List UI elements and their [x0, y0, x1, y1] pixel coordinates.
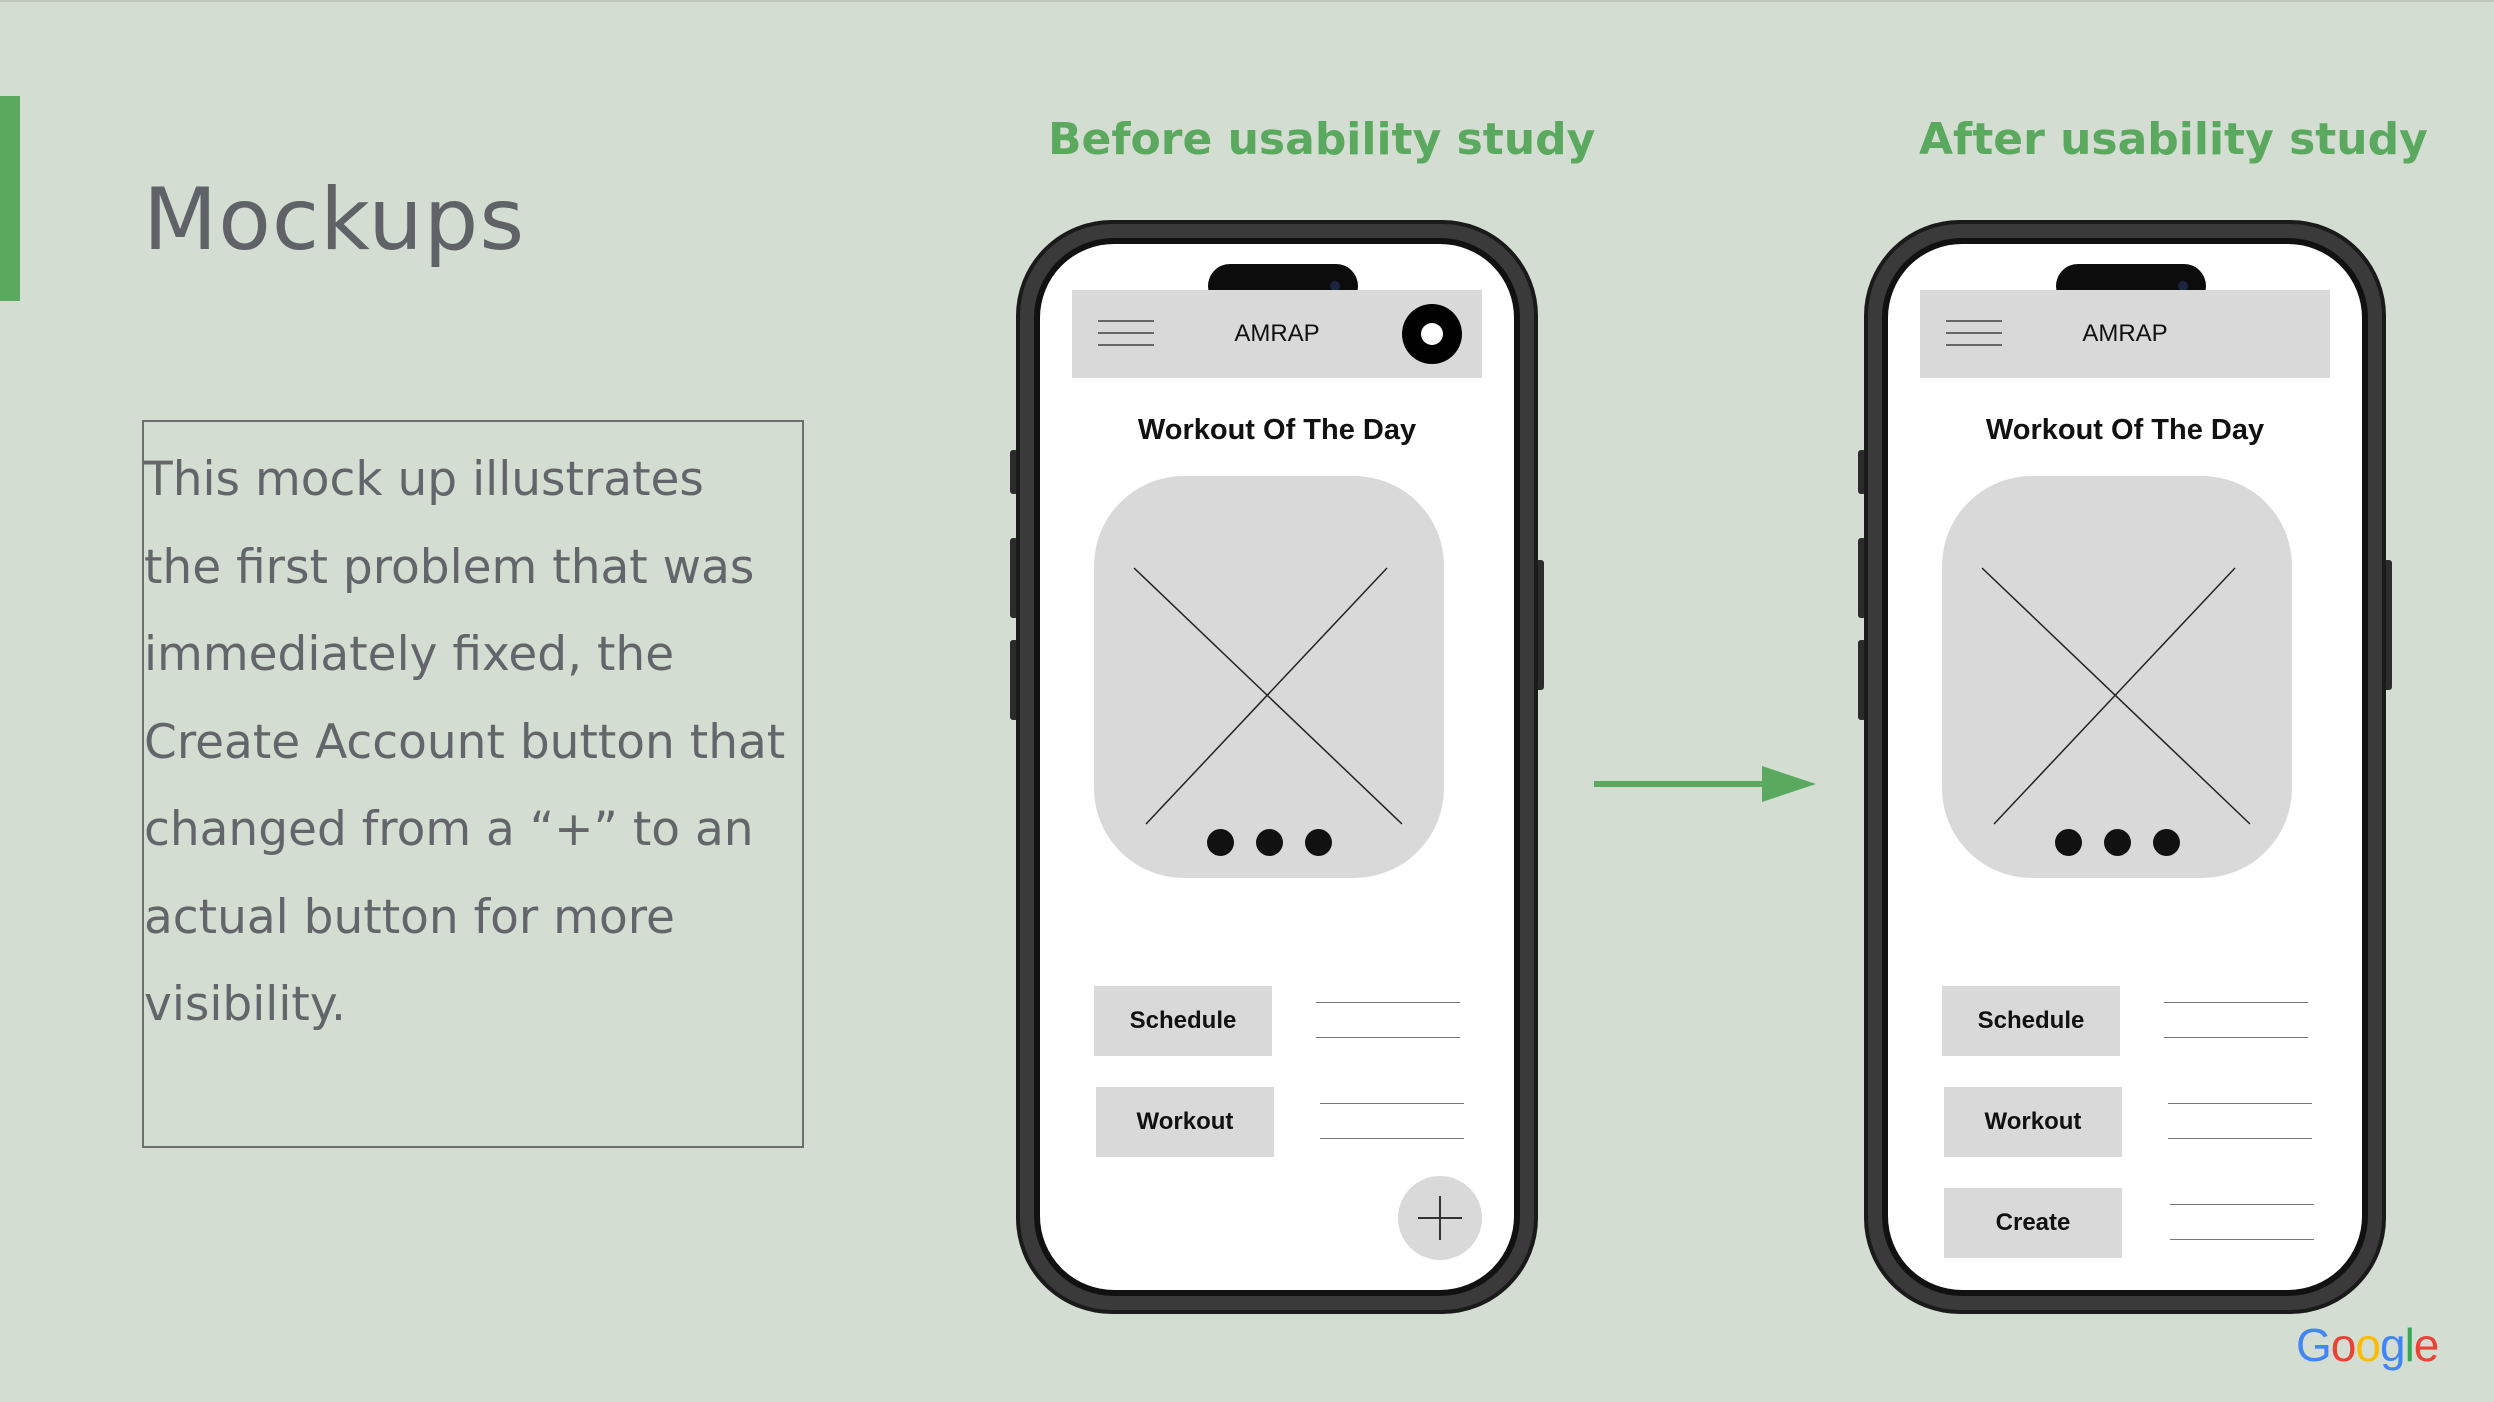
description-box[interactable]: This mock up illustrates the first probl… [142, 420, 804, 1148]
phone-screen: AMRAP Workout Of The Day Schedule Workou… [1882, 238, 2368, 1296]
carousel-dots[interactable] [1094, 829, 1444, 856]
workout-of-the-day-title: Workout Of The Day [1137, 414, 1417, 446]
phone-side-button [1858, 538, 1866, 618]
phone-side-button [1010, 640, 1018, 720]
logo-letter: o [2330, 1319, 2357, 1371]
logo-letter: l [2404, 1319, 2415, 1371]
text-lines [2170, 1204, 2314, 1240]
text-lines [2168, 1103, 2312, 1139]
phone-side-button [1858, 640, 1866, 720]
image-placeholder-card[interactable] [1094, 476, 1444, 878]
logo-letter: G [2296, 1319, 2332, 1371]
image-placeholder-icon [1981, 567, 2251, 825]
phone-side-button [2384, 560, 2392, 690]
phone-screen: AMRAP Workout Of The Day Schedule Workou… [1034, 238, 1520, 1296]
image-placeholder-card[interactable] [1942, 476, 2292, 878]
phone-mockup-before: AMRAP Workout Of The Day Schedule Workou… [1010, 220, 1544, 1314]
phone-side-button [1536, 560, 1544, 690]
text-lines [1320, 1103, 1464, 1139]
workout-button[interactable]: Workout [1944, 1087, 2122, 1157]
logo-letter: g [2379, 1319, 2406, 1371]
hamburger-menu-icon[interactable] [1098, 320, 1154, 348]
plus-icon[interactable] [1398, 1176, 1482, 1260]
text-lines [1316, 1002, 1460, 1038]
logo-letter: e [2413, 1319, 2440, 1371]
text-lines [2164, 1002, 2308, 1038]
slide-title: Mockups [143, 170, 526, 270]
description-text: This mock up illustrates the first probl… [144, 452, 786, 1032]
phone-mockup-after: AMRAP Workout Of The Day Schedule Workou… [1858, 220, 2392, 1314]
hamburger-menu-icon[interactable] [1946, 320, 2002, 348]
app-bar: AMRAP [1920, 290, 2330, 378]
profile-icon[interactable] [1402, 304, 1462, 364]
carousel-dots[interactable] [1942, 829, 2292, 856]
before-heading: Before usability study [1048, 114, 1596, 165]
phone-side-button [1010, 538, 1018, 618]
camera-dot [2178, 281, 2188, 291]
google-logo: Google [2296, 1318, 2440, 1372]
create-account-button[interactable]: Create [1944, 1188, 2122, 1258]
image-placeholder-icon [1133, 567, 1403, 825]
app-bar: AMRAP [1072, 290, 1482, 378]
after-heading: After usability study [1919, 114, 2428, 165]
schedule-button[interactable]: Schedule [1094, 986, 1272, 1056]
arrow-right-icon [1594, 766, 1816, 802]
app-title: AMRAP [2082, 320, 2168, 347]
app-title: AMRAP [1234, 320, 1320, 347]
camera-dot [1330, 281, 1340, 291]
phone-side-button [1858, 450, 1866, 494]
accent-bar [0, 96, 20, 301]
workout-button[interactable]: Workout [1096, 1087, 1274, 1157]
phone-side-button [1010, 450, 1018, 494]
schedule-button[interactable]: Schedule [1942, 986, 2120, 1056]
logo-letter: o [2355, 1319, 2381, 1371]
workout-of-the-day-title: Workout Of The Day [1985, 414, 2265, 446]
